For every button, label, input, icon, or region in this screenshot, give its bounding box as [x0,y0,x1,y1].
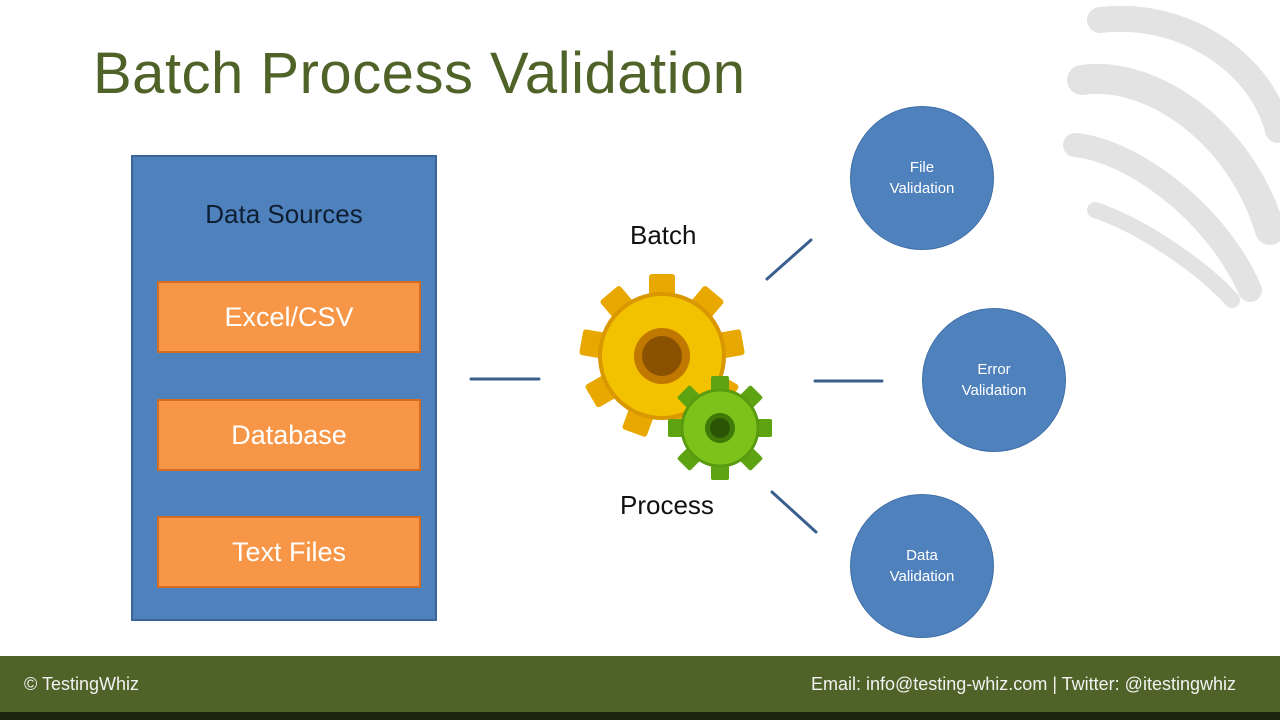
data-validation-line2: Validation [889,568,955,585]
small-gear-icon [668,376,772,480]
process-label: Process [620,490,714,520]
data-sources-heading: Data Sources [205,199,363,229]
footer-shadow-strip [0,712,1280,720]
batch-label: Batch [630,220,697,250]
connector-batch-to-data [770,490,818,534]
error-validation-line1: Error [977,361,1011,378]
source-database: Database [157,399,421,471]
source-excel-csv: Excel/CSV [157,281,421,353]
file-validation-circle: File Validation [850,106,994,250]
source-text-files: Text Files [157,516,421,588]
error-validation-circle: Error Validation [922,308,1066,452]
data-sources-panel: Data Sources Excel/CSV Database Text Fil… [131,155,437,621]
footer-copyright: © TestingWhiz [24,674,139,694]
data-validation-line1: Data [906,547,938,564]
slide-title: Batch Process Validation [93,41,746,106]
connector-batch-to-file [765,238,813,281]
footer-contact: Email: info@testing-whiz.com | Twitter: … [810,674,1236,694]
file-validation-line1: File [909,159,935,176]
file-validation-line2: Validation [889,180,955,197]
footer-bar: © TestingWhiz Email: info@testing-whiz.c… [0,656,1280,712]
error-validation-line2: Validation [961,382,1027,399]
data-validation-circle: Data Validation [850,494,994,638]
